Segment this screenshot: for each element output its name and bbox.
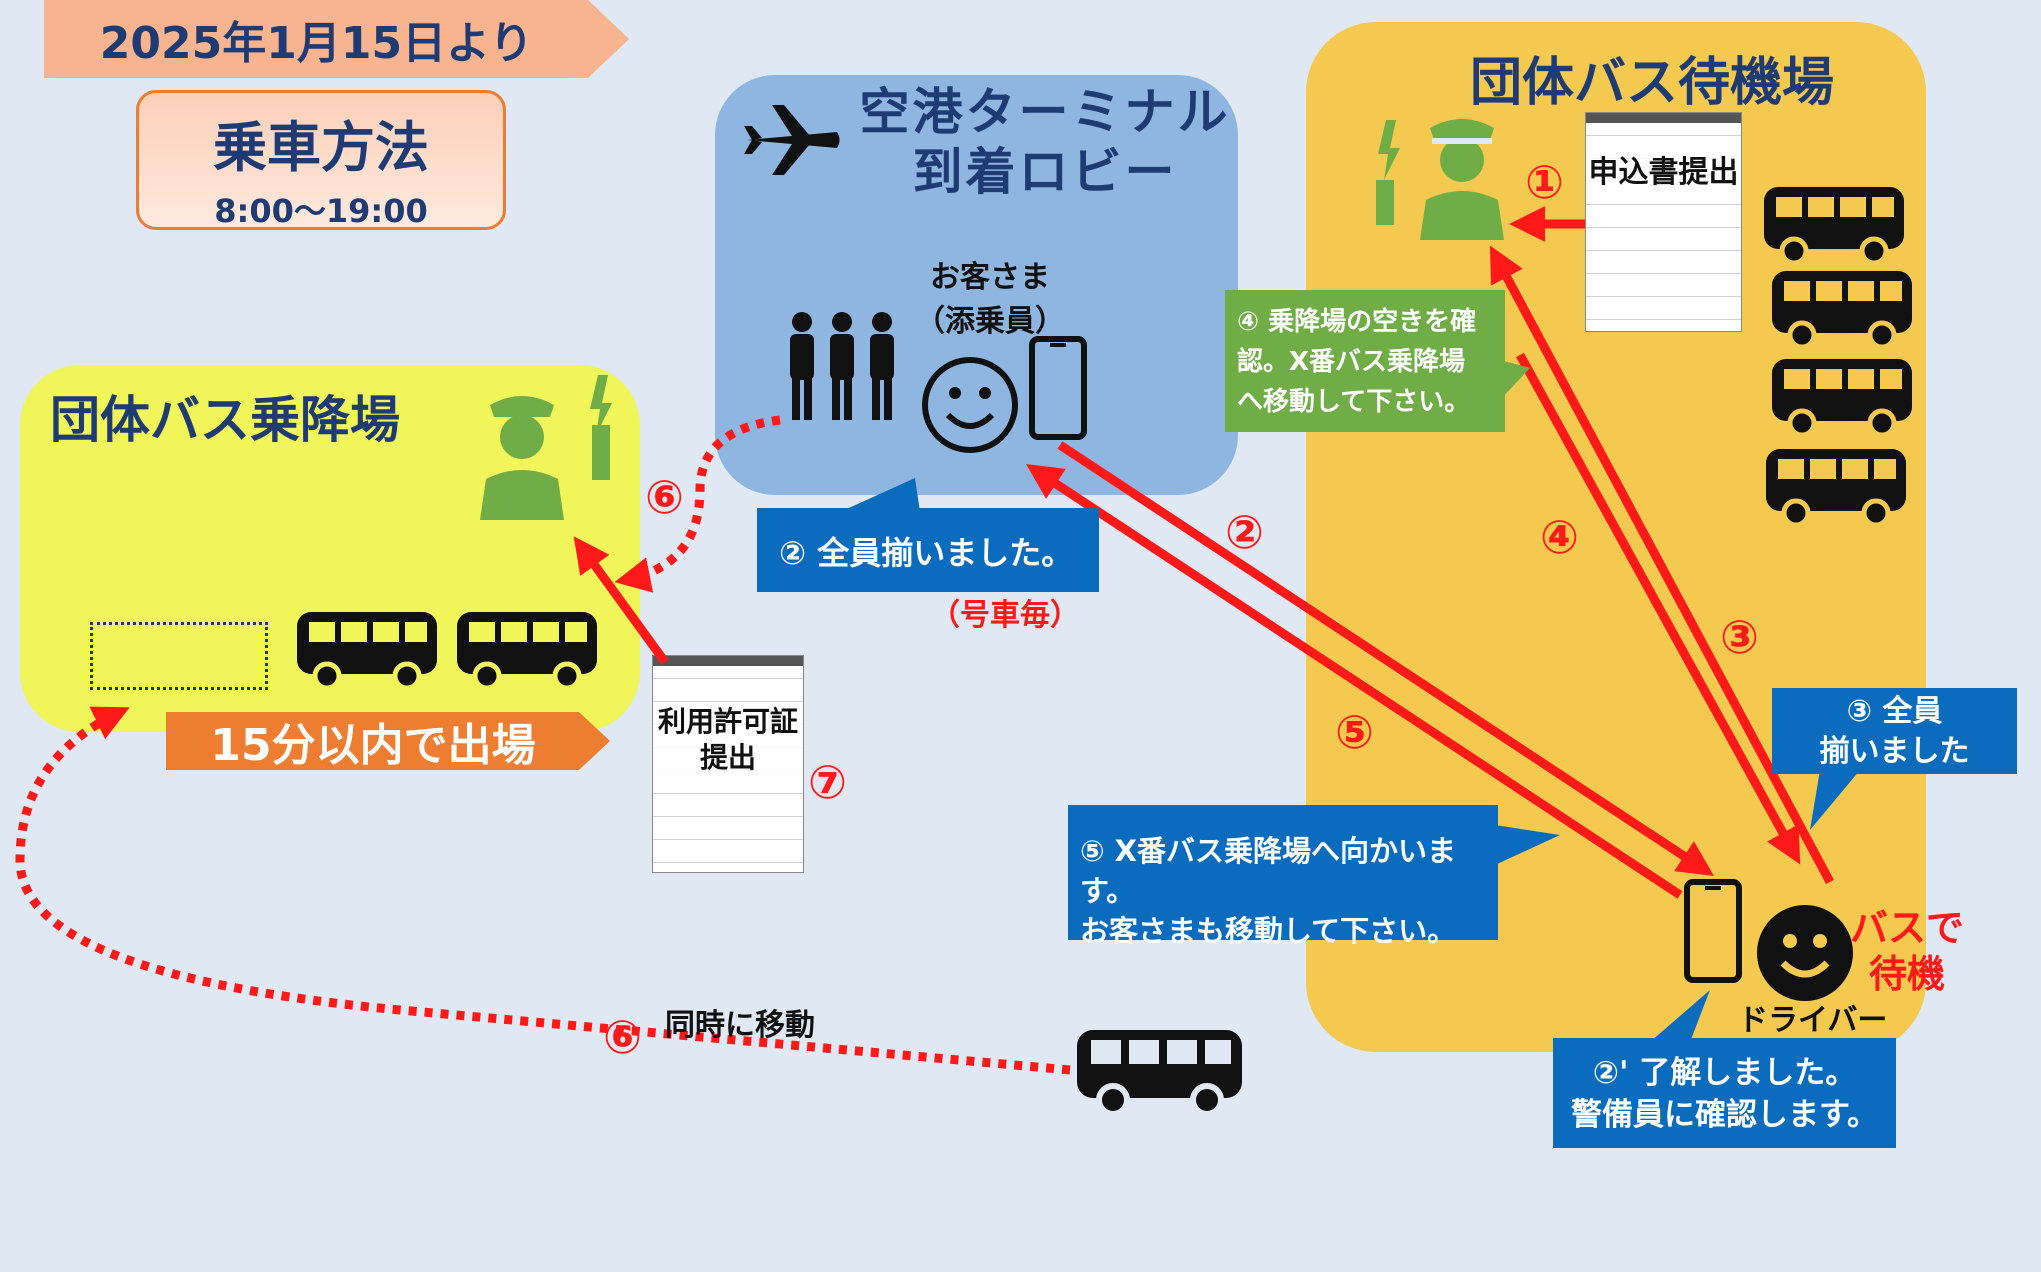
terminal-title-line2: 到着ロビー xyxy=(912,143,1178,201)
exit-within-15min-banner: 15分以内で出場 xyxy=(166,712,610,770)
permit-label-line2: 提出 xyxy=(699,741,756,774)
callout-step3: ③ 全員 揃いました xyxy=(1772,688,2017,774)
boarding-method-box: 乗車方法 8:00～19:00 xyxy=(136,90,506,230)
driver-label: ドライバー xyxy=(1738,1003,1888,1038)
dotted-arrow-bus xyxy=(15,706,1071,1075)
arrow-step4 xyxy=(1516,352,1801,865)
permit-label: 利用許可証 提出 xyxy=(653,704,803,776)
callout-step4: ④ 乗降場の空きを確 認。X番バス乗降場 へ移動して下さい。 xyxy=(1225,290,1505,432)
arrow-step3 xyxy=(1489,245,1834,885)
boarding-area-guard-icon xyxy=(480,375,612,520)
customer-phone-icon xyxy=(1029,336,1087,440)
driver-status-line2: 待機 xyxy=(1869,952,1946,996)
moving-bus-icon xyxy=(1077,1030,1242,1117)
step-number-3: ③ xyxy=(1720,610,1759,664)
customer-label-line2: （添乗員） xyxy=(915,304,1065,339)
dotted-arrow-customers xyxy=(614,415,781,593)
callout-step2p-line1: ②' 了解しました。 xyxy=(1592,1055,1857,1091)
callout-pointer xyxy=(1500,360,1530,400)
bus-icon xyxy=(297,612,437,691)
driver-status-line1: バスで xyxy=(1850,906,1965,950)
callout-step2-prime: ②' 了解しました。 警備員に確認します。 xyxy=(1553,1038,1896,1148)
callout-step5: ⑤ X番バス乗降場へ向かいます。 お客さまも移動して下さい。 xyxy=(1068,805,1498,948)
step-number-7: ⑦ xyxy=(808,755,847,809)
airplane-icon xyxy=(744,105,840,175)
permit-document-icon: 利用許可証 提出 xyxy=(652,655,804,873)
people-icon xyxy=(790,312,894,420)
callout-step4-line2: 認。X番バス乗降場 xyxy=(1237,347,1466,377)
callout-step5-line2: お客さまも移動して下さい。 xyxy=(1080,914,1457,948)
boarding-buses-group xyxy=(297,612,597,691)
callout-pointer xyxy=(1650,990,1710,1042)
date-banner: 2025年1月15日より xyxy=(44,0,629,78)
callout-step4-line1: ④ 乗降場の空きを確 xyxy=(1237,307,1477,337)
step-number-5: ⑤ xyxy=(1335,705,1374,759)
bus-icon xyxy=(1772,359,1912,438)
per-car-note: （号車毎） xyxy=(930,598,1080,633)
boarding-area-title: 団体バス乗降場 xyxy=(50,391,400,449)
terminal-title-line1: 空港ターミナル xyxy=(859,83,1231,141)
step-number-2: ② xyxy=(1225,505,1264,559)
arrow-step2 xyxy=(1057,441,1715,876)
arrow-step5 xyxy=(1025,464,1683,899)
move-together-label: 同時に移動 xyxy=(665,1008,815,1043)
callout-pointer xyxy=(1495,825,1560,865)
driver-phone-icon xyxy=(1684,879,1742,983)
callout-step3-line2: 揃いました xyxy=(1819,734,1970,769)
driver-smiley-icon xyxy=(1757,905,1853,1001)
callout-pointer xyxy=(1810,770,1860,830)
bus-icon xyxy=(1766,449,1906,528)
bus-icon xyxy=(457,612,597,691)
arrow-step7 xyxy=(573,536,669,665)
application-doc-label: 申込書提出 xyxy=(1586,147,1741,191)
bus-icon xyxy=(1764,187,1904,266)
callout-step4-line3: へ移動して下さい。 xyxy=(1237,387,1471,417)
customer-smiley-icon xyxy=(922,357,1018,453)
method-hours: 8:00～19:00 xyxy=(214,192,428,230)
step-number-4: ④ xyxy=(1540,510,1579,564)
waiting-area-guard-icon xyxy=(1376,119,1504,240)
method-title: 乗車方法 xyxy=(213,116,429,179)
waiting-area-title: 団体バス待機場 xyxy=(1470,53,1835,113)
bus-icon xyxy=(1772,271,1912,350)
application-document-icon: 申込書提出 xyxy=(1585,112,1742,332)
customer-label-line1: お客さま xyxy=(930,260,1050,295)
customer-label: お客さま （添乗員） xyxy=(905,252,1075,340)
callout-step2-all-present: ② 全員揃いました。 xyxy=(757,508,1099,592)
callout-step2p-line2: 警備員に確認します。 xyxy=(1571,1097,1878,1133)
callout-step3-line1: ③ 全員 xyxy=(1846,694,1943,729)
waiting-buses-group xyxy=(1764,187,1912,528)
step-number-1: ① xyxy=(1525,155,1564,209)
callout-step5-line1: ⑤ X番バス乗降場へ向かいます。 xyxy=(1080,834,1457,908)
empty-boarding-slot xyxy=(90,622,268,690)
step-number-6-customers: ⑥ xyxy=(645,470,684,524)
callout-pointer xyxy=(840,478,920,512)
terminal-title: 空港ターミナル 到着ロビー xyxy=(855,82,1235,202)
step-number-6-bus: ⑥ xyxy=(603,1010,642,1064)
permit-label-line1: 利用許可証 xyxy=(657,705,798,738)
driver-status: バスで 待機 xyxy=(1850,905,1964,997)
